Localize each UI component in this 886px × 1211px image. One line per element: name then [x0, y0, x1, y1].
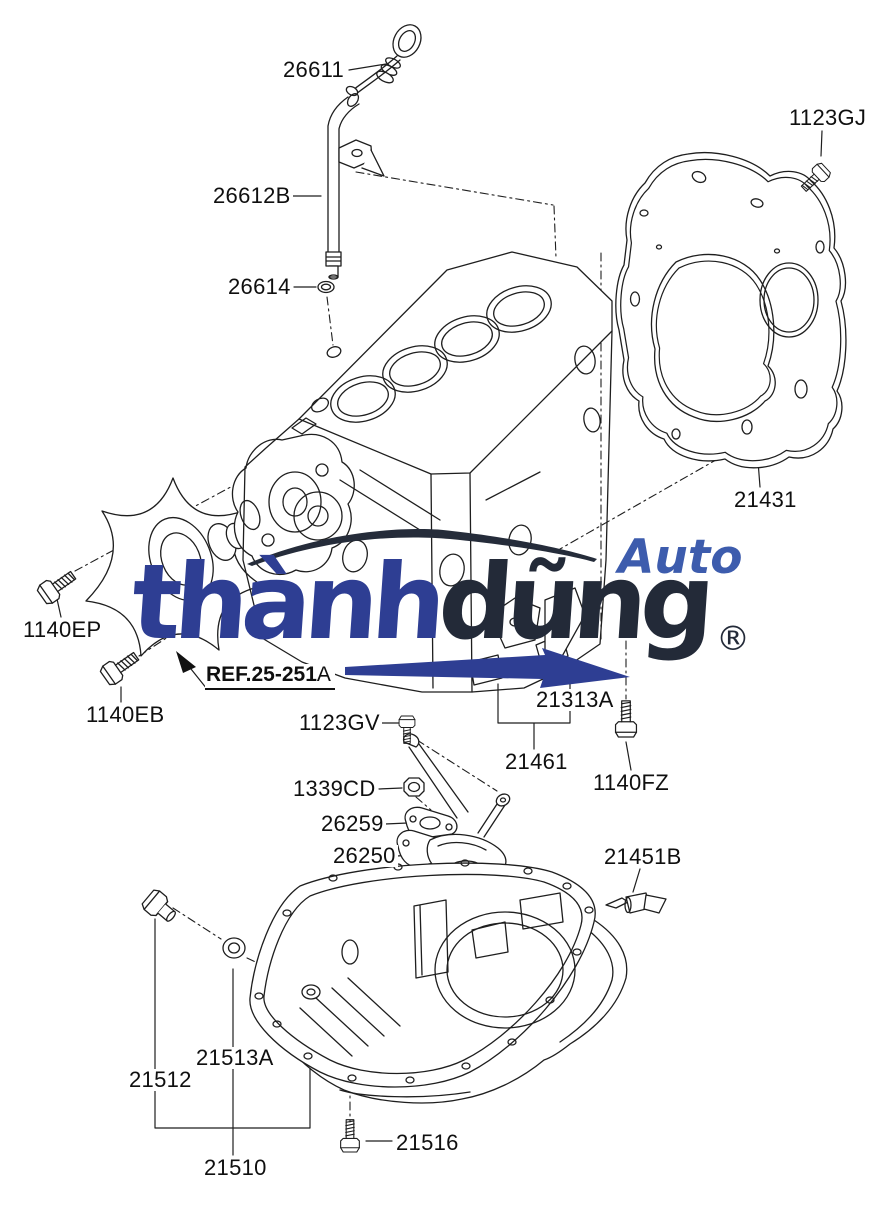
part-label-21516: 21516 — [394, 1130, 461, 1155]
part-label-1140EP: 1140EP — [21, 617, 104, 642]
part-label-26612B: 26612B — [211, 183, 293, 208]
part-label-21451B: 21451B — [602, 844, 684, 869]
engine-block — [242, 251, 613, 693]
bolt-1140FZ — [614, 700, 638, 738]
rear-plate-21431 — [615, 151, 847, 469]
part-label-21461: 21461 — [503, 749, 570, 774]
part-label-1140EB: 1140EB — [84, 702, 167, 727]
part-label-1123GV: 1123GV — [297, 710, 382, 735]
bolt-1140EP — [35, 565, 81, 607]
dipstick-26611 — [345, 24, 422, 97]
washer-21513A — [222, 937, 246, 959]
oil-screen-26250 — [396, 733, 511, 878]
part-label-26259: 26259 — [319, 811, 386, 836]
part-label-21313A: 21313A — [534, 687, 616, 712]
part-label-21431: 21431 — [732, 487, 799, 512]
ref-arrow — [176, 651, 196, 673]
part-label-21512: 21512 — [127, 1067, 194, 1092]
ref-note-bold: REF.25-251 — [206, 663, 317, 686]
drain-plug-21512 — [139, 887, 182, 928]
dipstick-tube-26612B — [325, 93, 385, 280]
oil-pan-21510 — [249, 859, 628, 1104]
part-label-21510: 21510 — [202, 1155, 269, 1180]
part-label-1339CD: 1339CD — [291, 776, 378, 801]
nut-1339CD — [403, 777, 425, 797]
ref-note: REF.25-251A — [205, 664, 335, 690]
watermark-arrow — [345, 648, 630, 688]
oring-26614 — [317, 280, 335, 294]
part-label-26250: 26250 — [331, 843, 398, 868]
watermark-auto: Auto — [618, 530, 743, 585]
ref-note-suffix: A — [316, 663, 331, 686]
bolt-21516 — [340, 1119, 360, 1153]
part-label-26614: 26614 — [226, 274, 293, 299]
part-label-21513A: 21513A — [194, 1045, 276, 1070]
part-label-1123GJ: 1123GJ — [787, 105, 869, 130]
part-label-26611: 26611 — [281, 57, 347, 82]
watermark-thanh: thành — [127, 541, 444, 663]
part-21451B — [605, 892, 667, 914]
watermark-registered-icon: ® — [716, 619, 750, 659]
mount-brackets-21313A-21461 — [489, 587, 586, 661]
part-label-1140FZ: 1140FZ — [591, 770, 671, 795]
watermark-swoosh — [247, 528, 597, 566]
